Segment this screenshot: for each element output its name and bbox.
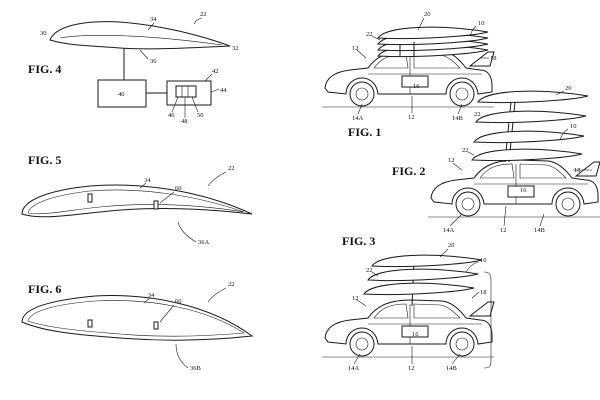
fig6-ref-22: 22 [228,281,235,288]
fig2-ref-20: 20 [565,85,572,92]
fig1-ref-10: 10 [478,20,485,27]
fig5-ref-22: 22 [228,165,235,172]
fig3-ref-22: 22 [366,267,373,274]
fig4-label: FIG. 4 [28,62,61,76]
figure-2: FIG. 2 20 10 22 22 12 18 16 14A 12 14B [392,85,600,234]
fig4-ref-48: 48 [181,118,188,125]
fig3-ref-14a: 14A [348,365,360,372]
fig1-ref-22: 22 [366,31,373,38]
fig1-ref-12b: 12 [408,114,415,121]
fig5-ref-36a: 36A [198,239,210,246]
fig1-label: FIG. 1 [348,125,381,139]
figure-5: FIG. 5 34 60 22 36A [21,153,253,246]
fig2-ref-22a: 22 [474,111,481,118]
fig1-car-icon [321,49,495,108]
figure-3: FIG. 3 20 10 22 12 18 16 14A 12 14B [321,234,495,372]
fig3-ref-12a: 12 [352,295,359,302]
fig4-ref-32: 32 [232,45,239,52]
fig4-airfoil [49,21,231,50]
fig1-ref-18: 18 [490,55,497,62]
fig3-ref-14b: 14B [446,365,458,372]
fig4-ref-22: 22 [200,11,207,18]
fig3-label: FIG. 3 [342,234,375,248]
fig1-wing-stack [377,26,489,58]
fig3-wing-stack [363,254,483,307]
figure-1: FIG. 1 20 10 22 12 18 16 14A 12 14B [321,11,497,139]
fig4-ref-36: 36 [150,58,157,65]
fig6-ref-34: 34 [148,292,155,299]
fig5-label: FIG. 5 [28,153,61,167]
fig4-ref-30: 30 [40,30,47,37]
fig4-ref-42: 42 [212,68,219,75]
fig6-label: FIG. 6 [28,282,61,296]
figure-4: FIG. 4 40 34 22 30 32 36 42 44 46 48 50 [28,11,239,125]
fig3-ref-10: 10 [480,257,487,264]
fig4-ref-50: 50 [197,112,204,119]
fig5-ref-34: 34 [144,177,151,184]
fig2-ref-14b: 14B [534,227,546,234]
fig5-airfoil-outer [21,184,253,218]
fig1-ref-14a: 14A [352,115,364,122]
fig3-ref-18: 18 [480,289,487,296]
fig6-airfoil-outer [21,295,254,341]
fig3-ref-20: 20 [448,242,455,249]
fig1-ref-14b: 14B [452,115,464,122]
fig3-bracket [483,271,492,369]
fig5-ref-60: 60 [175,185,182,192]
fig3-car-icon [321,299,495,358]
fig4-ref-46: 46 [168,112,175,119]
fig4-ref-34: 34 [150,16,157,23]
fig6-ref-36b: 36B [190,365,202,372]
fig2-ref-14a: 14A [443,227,455,234]
figure-6: FIG. 6 34 60 22 36B [21,281,254,372]
fig2-ref-10: 10 [570,123,577,130]
fig2-wing-stack [471,90,589,163]
fig4-ref-40: 40 [118,91,125,98]
fig3-ref-12b: 12 [408,365,415,372]
fig2-ref-22b: 22 [462,147,469,154]
fig4-ref-44: 44 [220,87,227,94]
fig1-ref-16: 16 [413,83,420,90]
fig2-ref-16: 16 [520,187,527,194]
fig2-ref-18: 18 [574,167,581,174]
fig2-ref-12b: 12 [500,227,507,234]
fig6-ref-60: 60 [175,298,182,305]
fig2-ref-12a: 12 [448,157,455,164]
fig1-ref-20: 20 [424,11,431,18]
fig2-label: FIG. 2 [392,164,425,178]
fig1-ref-12a: 12 [352,45,359,52]
fig3-ref-16: 16 [412,331,419,338]
